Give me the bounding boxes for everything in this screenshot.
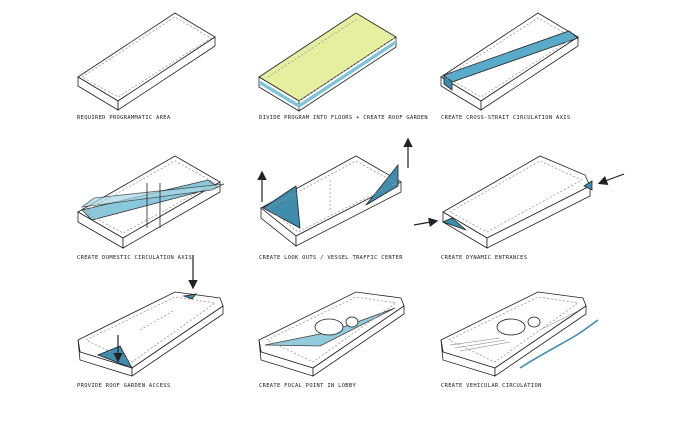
step-4-caption: CREATE DOMESTIC CIRCULATION AXIS <box>77 255 193 261</box>
step-9-caption: CREATE VEHICULAR CIRCULATION <box>441 383 542 389</box>
panel-9-box <box>440 291 599 377</box>
panel-2-box <box>258 12 397 112</box>
step-8-caption: CREATE FOCAL POINT IN LOBBY <box>259 383 357 389</box>
step-1-caption: REQUIRED PROGRAMMATIC AREA <box>77 115 171 121</box>
step-5-caption: CREATE LOOK OUTS / VESSEL TRAFFIC CENTER <box>259 255 403 261</box>
step-6-caption: CREATE DYNAMIC ENTRANCES <box>441 255 528 261</box>
step-2-caption: DIVIDE PROGRAM INTO FLOORS + CREATE ROOF… <box>259 115 428 121</box>
panel-4-box <box>77 155 225 249</box>
panel-5-box <box>257 137 413 247</box>
step-3-caption: CREATE CROSS-STRAIT CIRCULATION AXIS <box>441 115 571 121</box>
panel-3-box <box>440 12 579 111</box>
panel-6-box <box>413 155 625 249</box>
step-7-caption: PROVIDE ROOF GARDEN ACCESS <box>77 383 171 389</box>
panel-1-box <box>77 12 216 111</box>
panel-7-box <box>77 255 224 377</box>
panel-8-box <box>258 291 405 377</box>
